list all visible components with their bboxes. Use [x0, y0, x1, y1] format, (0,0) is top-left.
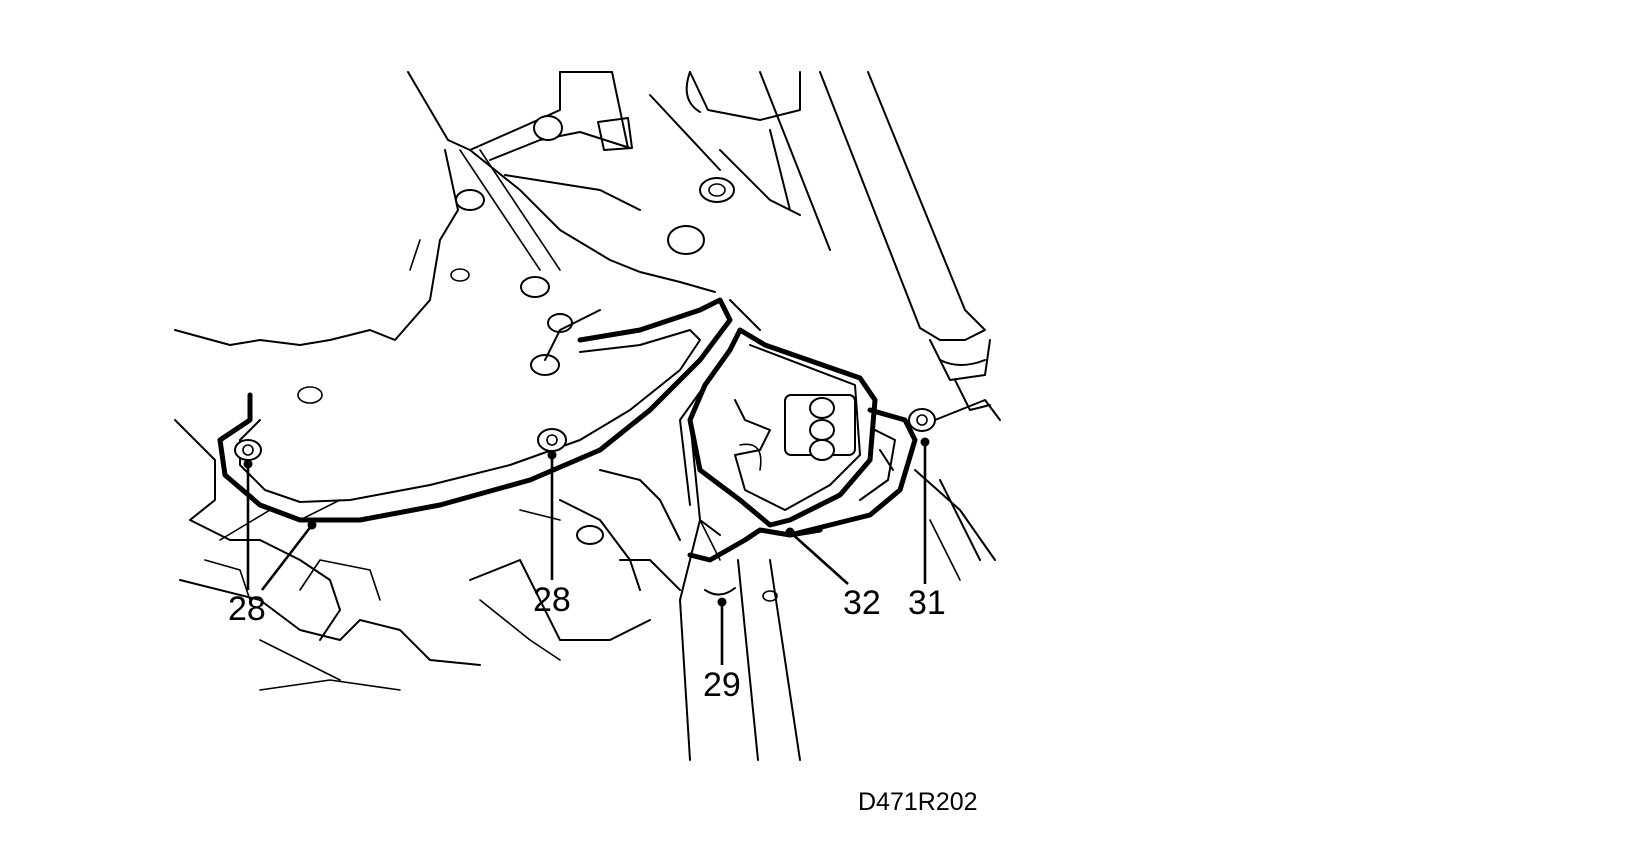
figure-code: D471R202: [858, 788, 978, 816]
callout-28-middle: 28: [533, 581, 571, 619]
upper-housing: [174, 71, 831, 404]
vertical-bracket: [679, 519, 823, 761]
callout-32: 32: [843, 584, 881, 622]
lower-casing: [174, 419, 721, 691]
callout-31: 31: [908, 584, 946, 622]
callout-leaders: [243, 437, 930, 665]
mount-bracket: [679, 327, 1001, 581]
tube-assembly: [819, 71, 991, 411]
callout-28-left: 28: [228, 590, 266, 628]
oil-pan-cover: [217, 297, 761, 523]
callout-29: 29: [703, 666, 741, 704]
callout-labels: 28 28 29 32 31: [228, 581, 946, 704]
